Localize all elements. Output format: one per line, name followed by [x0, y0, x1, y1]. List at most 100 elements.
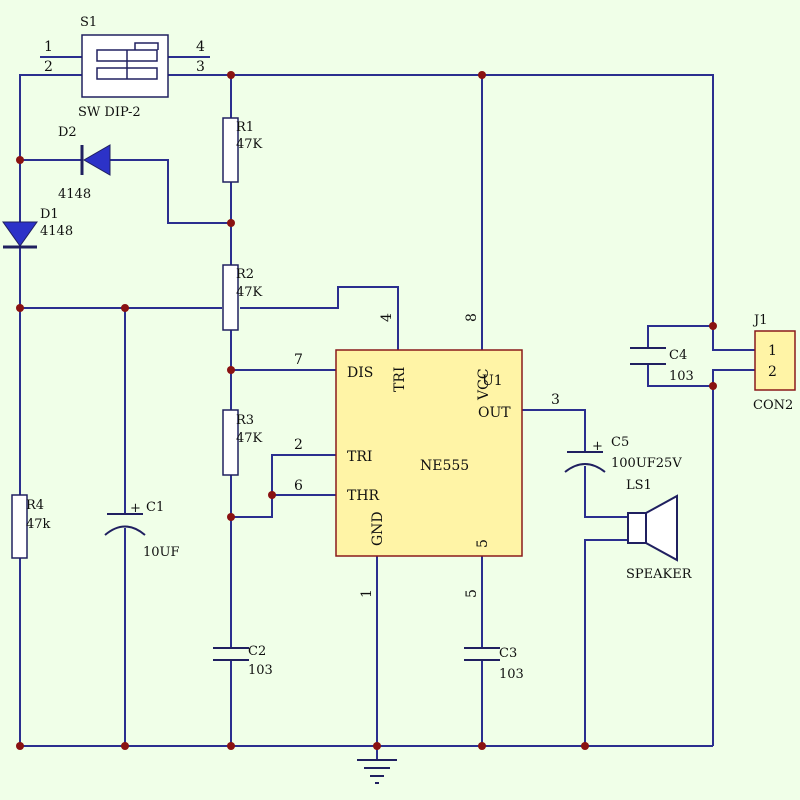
wire-speaker-return [584, 539, 628, 746]
junction-dot [227, 71, 235, 79]
junction-dot [373, 742, 381, 750]
diode-d2-value: 4148 [58, 187, 91, 202]
diode-d1: D1 4148 [2, 207, 73, 249]
junction-dot [121, 742, 129, 750]
ic-u1-pin-number-6: 6 [294, 478, 303, 494]
resistor-r2-ref: R2 [236, 267, 254, 282]
wires [19, 56, 755, 760]
junctions [16, 71, 717, 750]
speaker-ls1-magnet [627, 512, 647, 544]
capacitor-c4-ref: C4 [669, 348, 687, 363]
speaker-ls1-cone [645, 494, 678, 562]
diode-d2-symbol [82, 144, 111, 176]
switch-s1-pin-1: 1 [44, 39, 53, 55]
capacitor-c1-polarity: + [130, 501, 141, 516]
junction-dot [16, 742, 24, 750]
ic-u1-body [335, 349, 523, 557]
switch-s1-pin-3: 3 [196, 59, 205, 75]
connector-j1-pin-1: 1 [768, 343, 777, 359]
junction-dot [478, 71, 486, 79]
capacitor-c5: + C5 100UF25V [564, 435, 682, 473]
capacitor-c1: + C1 10UF [104, 500, 180, 560]
wire-left-rail [19, 74, 82, 495]
capacitor-c1-value: 10UF [143, 545, 180, 560]
junction-dot [709, 322, 717, 330]
connector-j1-pin-2: 2 [768, 364, 777, 380]
resistor-r3-body [222, 409, 239, 476]
resistor-r1: R1 47K [222, 117, 263, 183]
junction-dot [709, 382, 717, 390]
junction-dot [16, 304, 24, 312]
junction-dot [227, 742, 235, 750]
ic-u1-pin-name-out: OUT [478, 405, 511, 421]
capacitor-c3: C3 103 [464, 646, 524, 682]
wire-c5-speaker [584, 466, 628, 518]
diode-d2-ref: D2 [58, 125, 77, 140]
capacitor-c1-plate-bottom [104, 525, 146, 536]
capacitor-c4: C4 103 [630, 347, 694, 384]
diode-d2: D2 4148 [58, 125, 111, 202]
ic-u1-pin-name-gnd: GND [370, 511, 386, 546]
capacitor-c5-polarity: + [592, 439, 603, 454]
ic-u1-value: NE555 [420, 458, 469, 474]
wire-d2-right [110, 159, 231, 224]
connector-j1-body [754, 330, 796, 391]
resistor-r4-value: 47k [26, 517, 51, 532]
capacitor-c5-value: 100UF25V [611, 456, 682, 471]
capacitor-c3-ref: C3 [499, 646, 517, 661]
switch-s1-value: SW DIP-2 [78, 105, 141, 120]
wire-thr [231, 494, 336, 518]
wire-out [522, 409, 586, 452]
junction-dot [227, 366, 235, 374]
connector-j1: J1 1 2 CON2 [752, 313, 796, 413]
ic-u1-pin-name-thr: THR [347, 488, 380, 504]
ic-u1-pin-name-ctrl: 5 [475, 539, 491, 548]
ground-symbol [357, 759, 397, 784]
junction-dot [121, 304, 129, 312]
wire-top-rail [168, 74, 714, 325]
ic-u1-pin-number-5: 5 [464, 589, 480, 598]
capacitor-c3-value: 103 [499, 667, 524, 682]
capacitor-c4-value: 103 [669, 369, 694, 384]
capacitor-c2-ref: C2 [248, 644, 266, 659]
ic-u1-pin-number-8: 8 [464, 313, 480, 322]
ic-u1-pin-name-dis: DIS [347, 365, 373, 381]
capacitor-c5-plate-bottom [564, 463, 606, 473]
wire-c4-bottom [647, 365, 755, 387]
speaker-ls1: LS1 SPEAKER [626, 478, 693, 582]
resistor-r2: R2 47K [222, 264, 263, 331]
switch-s1: S1 SW DIP-2 1 2 4 3 [44, 15, 205, 120]
connector-j1-ref: J1 [752, 313, 767, 328]
resistor-r3: R3 47K [222, 409, 263, 476]
junction-dot [227, 513, 235, 521]
resistor-r1-body [222, 117, 239, 183]
speaker-ls1-ref: LS1 [626, 478, 652, 493]
ic-u1-pin-number-4: 4 [379, 313, 395, 322]
ic-u1-pin-number-2: 2 [294, 437, 303, 453]
resistor-r1-value: 47K [236, 137, 263, 152]
ic-u1-pin-number-3: 3 [551, 392, 560, 408]
switch-s1-pin-2: 2 [44, 59, 53, 75]
resistor-r3-value: 47K [236, 431, 263, 446]
diode-d1-symbol [2, 221, 38, 247]
junction-dot [268, 491, 276, 499]
junction-dot [581, 742, 589, 750]
switch-s1-handle [134, 42, 159, 50]
resistor-r4-ref: R4 [26, 498, 44, 513]
ic-u1-pin-number-7: 7 [294, 352, 303, 368]
resistor-r4-body [11, 494, 28, 559]
resistor-r3-ref: R3 [236, 413, 254, 428]
switch-s1-body [81, 34, 169, 98]
capacitor-c5-ref: C5 [611, 435, 629, 450]
resistor-r1-ref: R1 [236, 120, 254, 135]
speaker-ls1-value: SPEAKER [626, 567, 693, 582]
junction-dot [478, 742, 486, 750]
junction-dot [16, 156, 24, 164]
wire-tri [271, 454, 336, 495]
ic-u1-pin-name-tri: TRI [347, 449, 372, 465]
resistor-r2-value: 47K [236, 285, 263, 300]
diode-d1-value: 4148 [40, 224, 73, 239]
diode-d1-ref: D1 [40, 207, 59, 222]
ic-u1-ne555: DIS TRI THR OUT U1 NE555 TRI VCC GND 5 4… [294, 313, 560, 598]
